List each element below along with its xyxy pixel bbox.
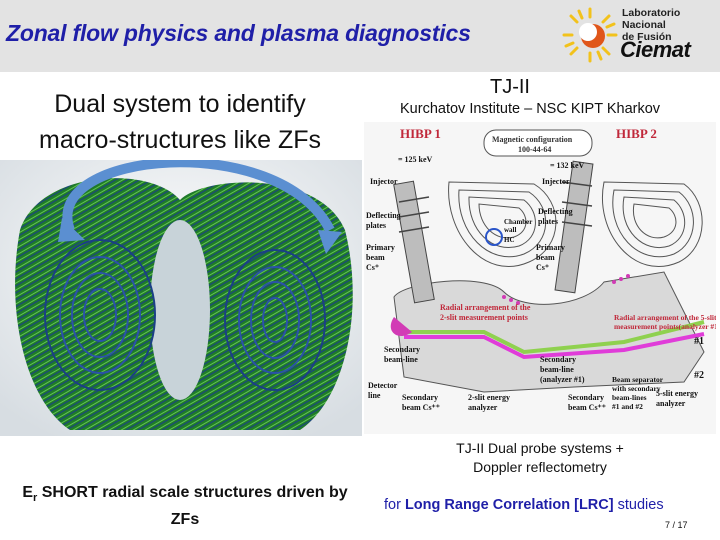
separator-label: Beam separator — [612, 375, 664, 384]
chamber-label: Chamber — [504, 218, 532, 226]
ebeam2-label: = 132 keV — [550, 161, 585, 170]
sun-logo-icon — [562, 7, 618, 63]
wall-label: wall — [504, 226, 517, 234]
radial2-label: Radial arrangement of the 5-slit — [614, 313, 716, 322]
beamline3-label: beam-line — [540, 365, 574, 374]
arrow-right-icon — [318, 230, 342, 254]
analyzer1-label: (analyzer #1) — [540, 375, 585, 384]
deflecting2-label: Deflecting — [538, 207, 573, 216]
beam4-label: beam Cs⁺⁺ — [568, 403, 606, 412]
twoslit-label: 2-slit energy — [468, 393, 510, 402]
analyzer-label: analyzer — [468, 403, 498, 412]
institute-subtitle: Kurchatov Institute – NSC KIPT Kharkov — [400, 101, 661, 117]
deflecting-label: Deflecting — [366, 211, 401, 220]
plates-label: plates — [366, 221, 386, 230]
config-label: 100-44-64 — [518, 145, 551, 154]
er-statement: Er SHORT radial scale structures driven … — [22, 484, 348, 529]
arrow-left-icon — [58, 218, 85, 242]
left-caption: Dual system to identify macro-structures… — [39, 90, 321, 154]
separator2-label: with secondary — [612, 384, 661, 393]
tj2-probe-diagram: HIBP 1 HIBP 2 Magnetic configuration 100… — [364, 122, 716, 434]
plates2-label: plates — [538, 217, 558, 226]
primary-label: Primary — [366, 243, 395, 252]
device-title: TJ-II — [490, 76, 530, 98]
cs-label: Cs⁺ — [366, 263, 379, 272]
secondary4-label: Secondary — [568, 393, 604, 402]
hc-label: HC — [504, 236, 515, 244]
injector2-label: Injector — [542, 177, 570, 186]
separator3-label: beam-lines — [612, 393, 647, 402]
line-label: line — [368, 391, 381, 400]
lrc-statement: for Long Range Correlation [LRC] studies — [384, 497, 664, 513]
hibp1-label: HIBP 1 — [400, 126, 441, 141]
radial1b-label: 2-slit measurement points — [440, 313, 528, 322]
magnetic-label: Magnetic configuration — [492, 135, 573, 144]
beam-label: beam — [366, 253, 385, 262]
separator4-label: #1 and #2 — [612, 402, 643, 411]
ebeam1-label: = 125 keV — [398, 155, 433, 164]
ciemat-logo: Laboratorio Nacional de Fusión Ciemat — [560, 3, 720, 69]
analyzer5-label: analyzer — [656, 399, 686, 408]
diagram-caption: TJ-II Dual probe systems + Doppler refle… — [456, 440, 624, 475]
fiveslit-label: 5-slit energy — [656, 389, 698, 398]
radial1-label: Radial arrangement of the — [440, 303, 531, 312]
logo-text: Laboratorio Nacional de Fusión — [622, 7, 681, 43]
primary2-label: Primary — [536, 243, 565, 252]
radial2b-label: measurement points(analyzer #1) — [614, 322, 716, 331]
torus-simulation-image — [0, 160, 362, 436]
beam2-label: beam — [536, 253, 555, 262]
secondary-label: Secondary — [384, 345, 420, 354]
n1-label: #1 — [694, 336, 704, 347]
detector-label: Detector — [368, 381, 398, 390]
n2-label: #2 — [694, 370, 704, 381]
cs2-label: Cs⁺ — [536, 263, 549, 272]
secondary3-label: Secondary — [540, 355, 576, 364]
page-number: 7 / 17 — [665, 520, 688, 530]
secondary2-label: Secondary — [402, 393, 438, 402]
title-bar: Zonal flow physics and plasma diagnostic… — [0, 0, 720, 72]
injector-label: Injector — [370, 177, 398, 186]
page-title: Zonal flow physics and plasma diagnostic… — [6, 20, 471, 46]
logo-brand: Ciemat — [620, 37, 691, 62]
beam2cs-label: beam Cs⁺⁺ — [402, 403, 440, 412]
hibp2-label: HIBP 2 — [616, 126, 657, 141]
beamline-label: beam-line — [384, 355, 418, 364]
